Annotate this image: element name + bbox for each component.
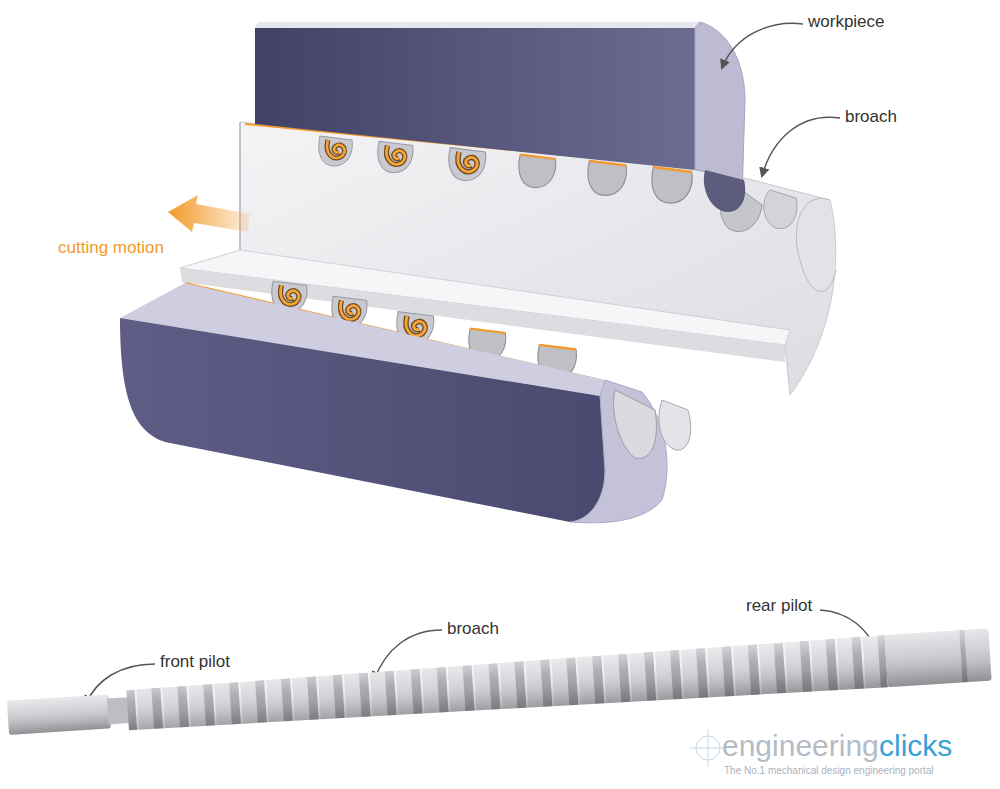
chip-curl [319,136,353,166]
part-label: broach [845,107,897,127]
workpiece-top-edge [255,22,700,28]
motion-label: cutting motion [58,238,164,258]
broach-teeth [126,635,888,736]
tooth-gullet [588,161,627,196]
motion-arrow [168,195,250,232]
front-pilot-shade [7,694,111,735]
workpiece-end-face [570,380,667,523]
workpiece-face [255,28,695,170]
broach-edge [239,122,241,250]
rear-pilot [884,629,991,688]
watermark: The No.1 mechanical design engineering p… [724,765,934,777]
leader-arrow [722,23,803,68]
broach-rod [6,629,991,744]
chip-curl [378,141,413,173]
broach-teeth-shade [126,635,888,736]
logo-mark [690,730,726,766]
tooth-notch [614,390,657,458]
logo-line [708,730,709,766]
tooth-notch [764,190,797,229]
broach-end-face [796,198,836,291]
workpiece-face [120,318,605,522]
watermark: clicks [879,728,952,764]
tooth-notch [659,400,691,450]
part-label: front pilot [160,652,230,672]
part-label: rear pilot [746,596,812,616]
tooth-gullet [519,155,556,188]
workpiece-end-face [695,22,745,198]
workpiece-cutout [704,170,745,212]
part-label: workpiece [808,12,885,32]
tooth-gullet [652,167,692,203]
leader-arrow [762,117,840,176]
front-pilot [7,694,111,735]
part-label: broach [447,619,499,639]
chip-curl [449,148,486,181]
watermark: engineering [722,728,879,764]
rear-pilot-shade [884,629,991,688]
rod-neck [107,697,131,724]
